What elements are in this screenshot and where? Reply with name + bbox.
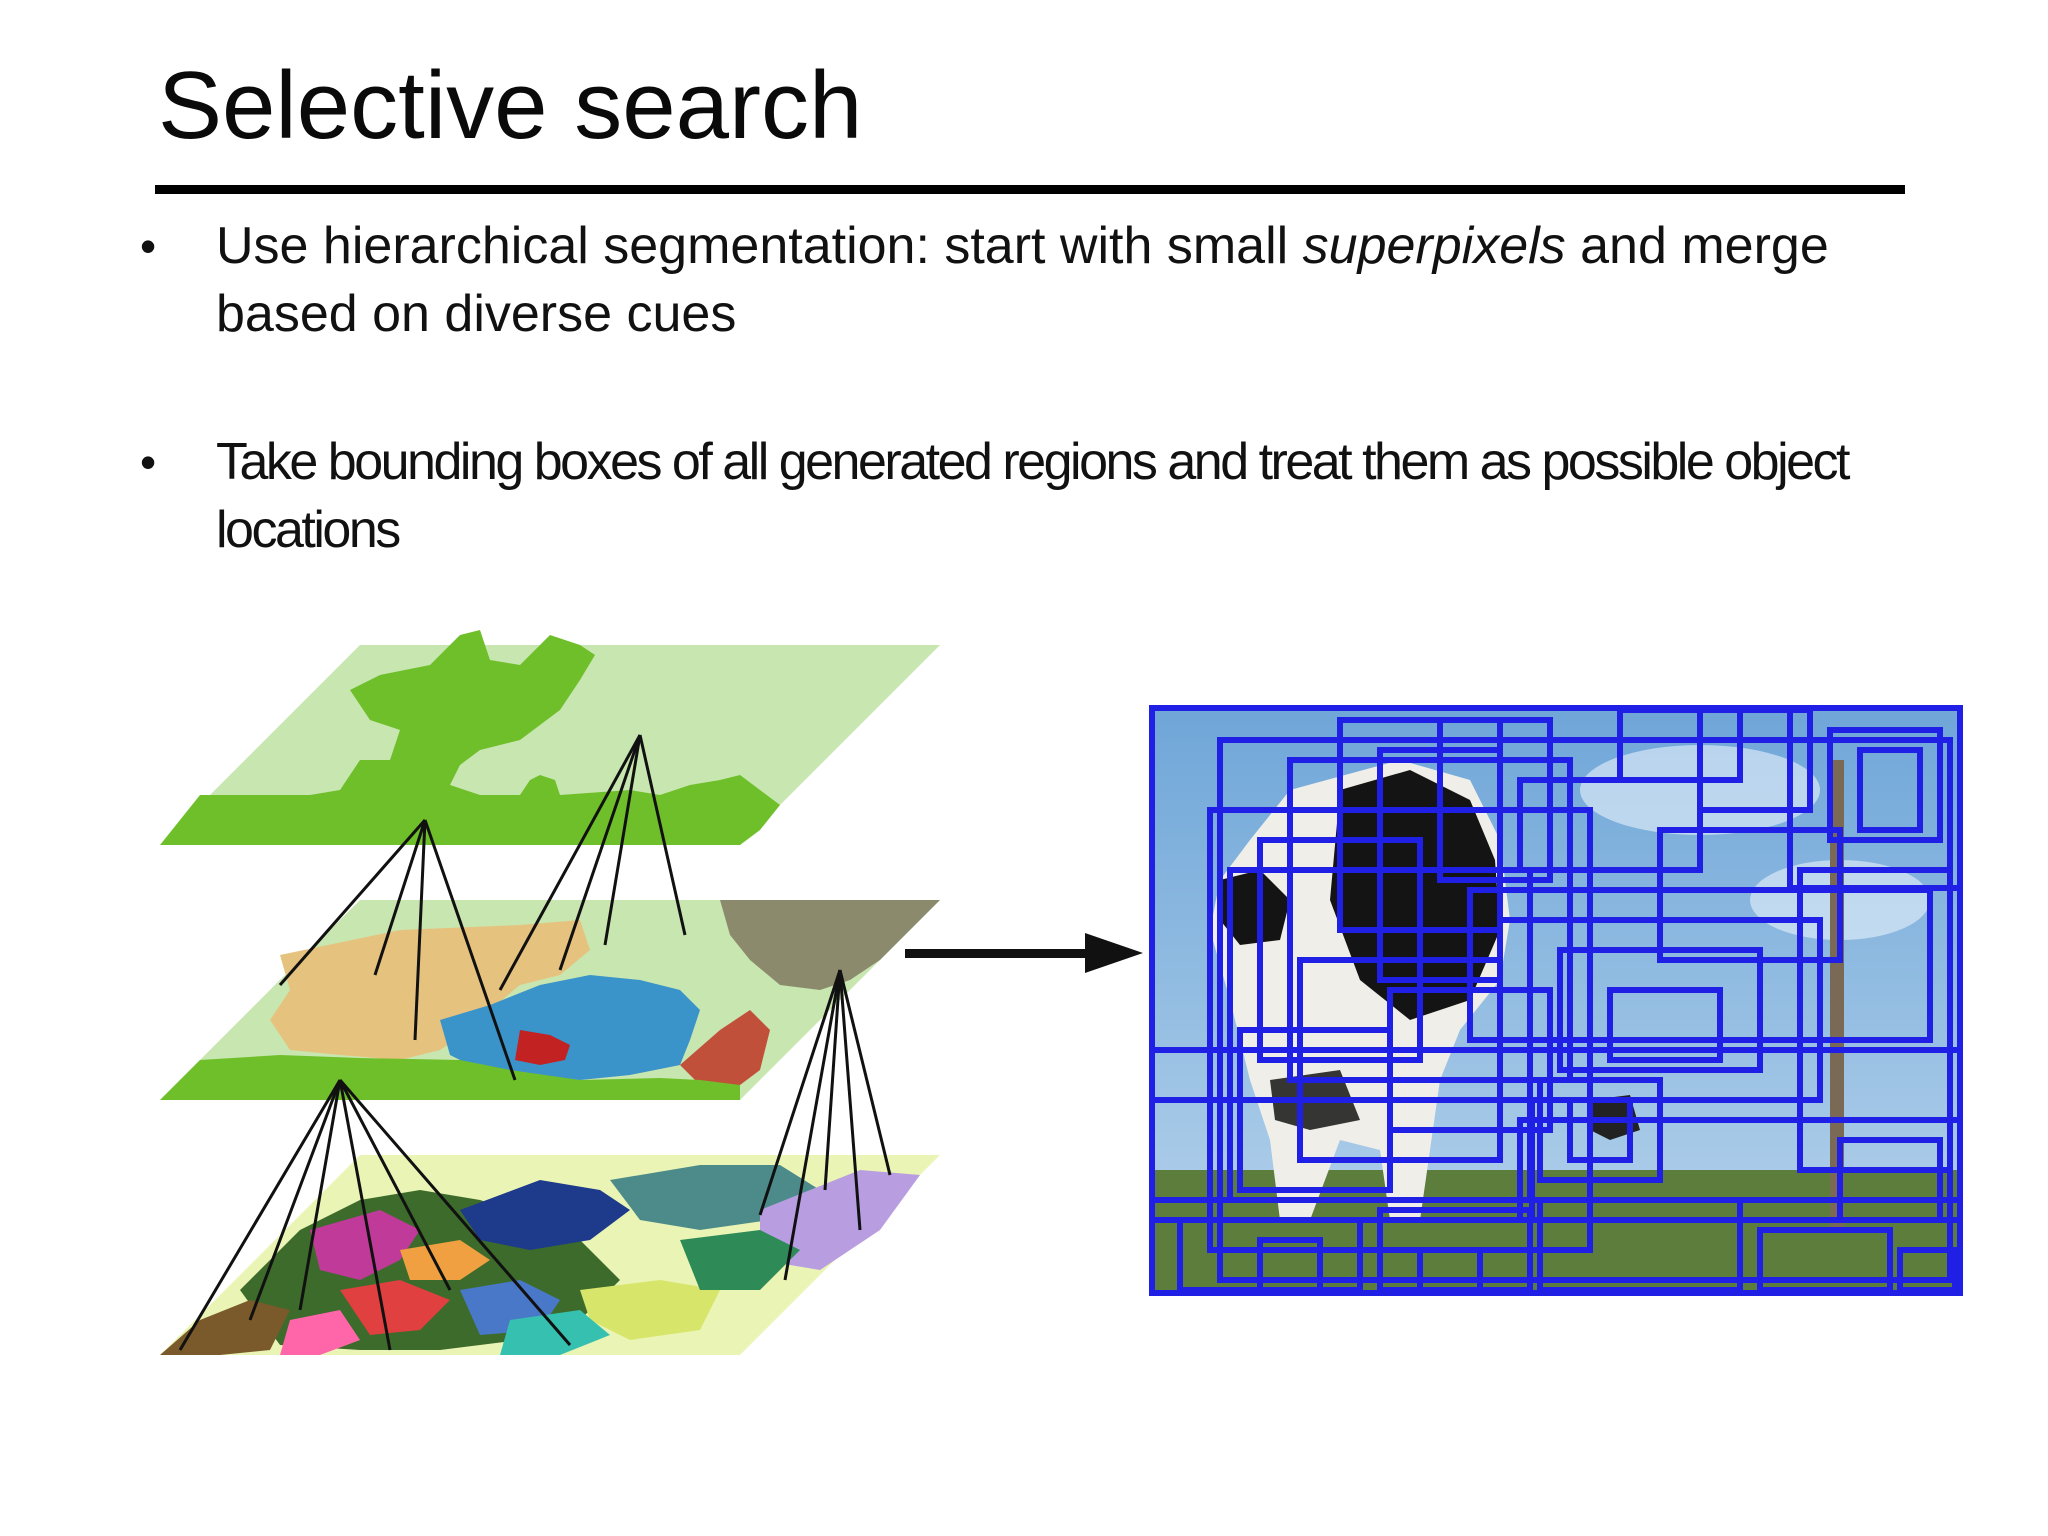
- right-arrow-icon: [905, 933, 1143, 973]
- bullet-1-text: Use hierarchical segmentation: start wit…: [216, 212, 1936, 348]
- merge-lines: [178, 734, 892, 1351]
- bounding-boxes: [1149, 705, 1963, 1296]
- bounding-boxes-svg: [1149, 705, 1963, 1296]
- bullet-1-text-start: Use hierarchical segmentation: start wit…: [216, 217, 1303, 275]
- slide-title: Selective search: [158, 52, 863, 159]
- top-layer: [160, 630, 940, 845]
- title-underline: [155, 185, 1905, 194]
- bounding-boxes-figure: [1140, 700, 1970, 1310]
- middle-layer: [160, 900, 940, 1100]
- segmentation-layers-svg: [160, 630, 940, 1355]
- segmentation-layers-figure: [160, 590, 960, 1490]
- bullet-1-text-italic: superpixels: [1302, 217, 1566, 275]
- bullet-marker: •: [140, 436, 157, 488]
- bullet-1-text-end: and merge based on diverse cues: [216, 217, 1829, 343]
- bullet-2-text: Take bounding boxes of all generated reg…: [216, 433, 1850, 559]
- bottom-layer: [160, 1155, 940, 1355]
- bullet-marker: •: [140, 220, 157, 272]
